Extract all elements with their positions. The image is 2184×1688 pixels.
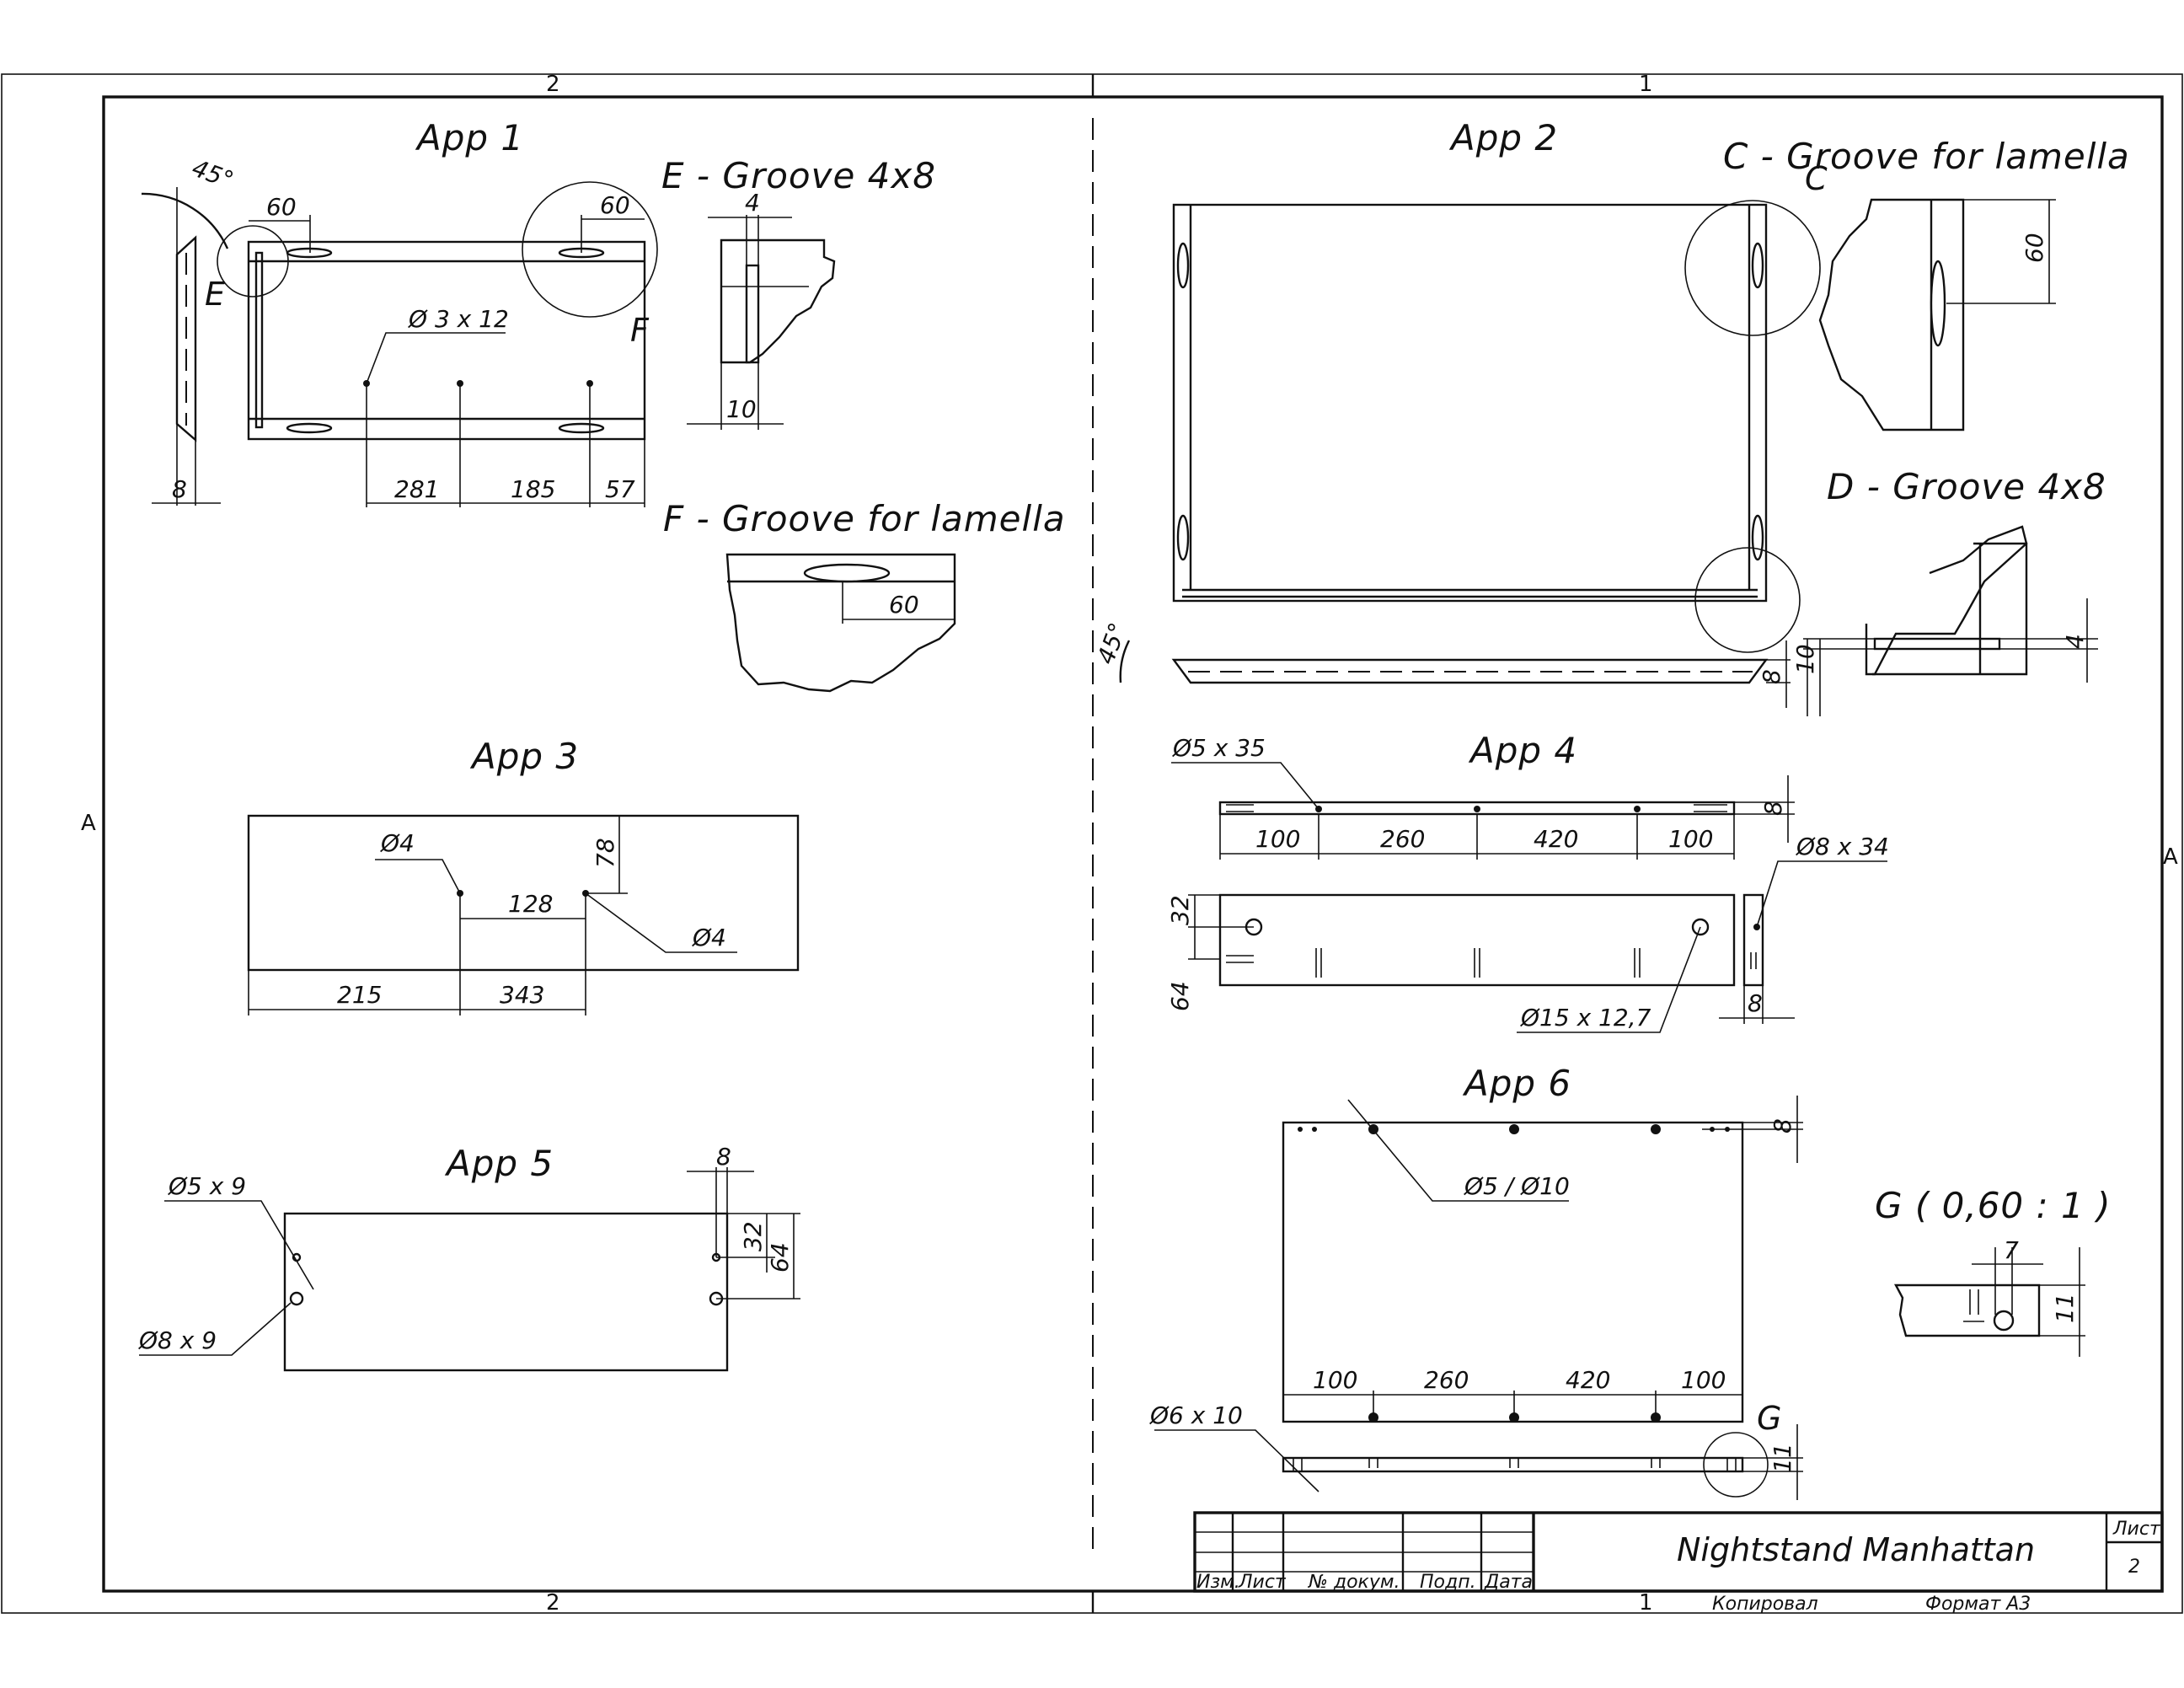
- app6-title: App 6: [1462, 1063, 1571, 1104]
- detail-f-view: F - Groove for lamella 60: [663, 498, 1066, 693]
- app1-label-f: F: [630, 312, 650, 349]
- app4-hole-top: Ø5 x 35: [1172, 734, 1266, 762]
- app4-dim-8-side: 8: [1748, 989, 1763, 1017]
- app4-dim-8-top: 8: [1759, 801, 1787, 816]
- detail-g-dim-11: 11: [2051, 1293, 2079, 1323]
- app3-dim-343: 343: [500, 981, 544, 1009]
- app1-label-e: E: [205, 276, 225, 313]
- sheet-frame: [1, 73, 2183, 1614]
- app5-panel: [283, 1212, 729, 1372]
- app1-body: [247, 240, 646, 441]
- app1-dim-57: 57: [605, 475, 635, 503]
- zone-label-side-left: A: [81, 811, 96, 836]
- app4-dim-100a: 100: [1255, 825, 1300, 853]
- app1-title: App 1: [415, 117, 524, 158]
- app6-hole-bottom: Ø6 x 10: [1149, 1401, 1243, 1429]
- app4-view: App 4 Ø5 x 35 100 260 420 100 8 32 64: [1166, 730, 1889, 1033]
- detail-c-view: C - Groove for lamella 60: [1723, 136, 2130, 431]
- app3-hole-right: Ø4: [692, 924, 726, 951]
- app4-hole-big: Ø15 x 12,7: [1520, 1004, 1651, 1032]
- app6-dim-8: 8: [1769, 1118, 1796, 1133]
- detail-f-title: F - Groove for lamella: [663, 498, 1066, 539]
- zone-label-top-right: 1: [1639, 72, 1653, 97]
- app2-dim-8: 8: [1758, 669, 1785, 684]
- app6-hole-top: Ø5 / Ø10: [1464, 1172, 1570, 1200]
- app3-dim-78: 78: [592, 838, 619, 868]
- app4-title: App 4: [1468, 730, 1577, 771]
- tb-col-doc: № докум.: [1308, 1572, 1400, 1593]
- detail-e-title: E - Groove 4x8: [661, 155, 936, 196]
- detail-d-dim-10: 10: [1791, 644, 1819, 674]
- app3-view: App 3 Ø4 Ø4 78 128 215 343: [247, 736, 800, 1015]
- app1-dim-60-right: 60: [600, 191, 630, 219]
- tb-col-data: Дата: [1484, 1572, 1533, 1593]
- app4-panel: [1218, 893, 1736, 987]
- tb-col-podp: Подп.: [1420, 1572, 1476, 1593]
- app6-dim-100a: 100: [1313, 1366, 1357, 1394]
- app6-view: App 6 Ø5 / Ø10 8 100 260 420 100 G Ø6 x …: [1149, 1063, 1803, 1500]
- detail-c-dim-60: 60: [2021, 233, 2048, 263]
- app6-dim-260: 260: [1424, 1366, 1469, 1394]
- app5-title: App 5: [444, 1143, 554, 1184]
- title-block: Изм. Лист № докум. Подп. Дата Nightstand…: [1193, 1511, 2164, 1615]
- app5-hole-a: Ø5 x 9: [168, 1172, 246, 1200]
- detail-f-dim-60: 60: [889, 591, 919, 619]
- app2-body: [1172, 203, 1768, 603]
- zone-label-top-left: 2: [546, 72, 560, 97]
- app2-view: App 2 C 45° 8: [1092, 117, 1828, 708]
- app4-dim-260: 260: [1380, 825, 1425, 853]
- app1-dim-8: 8: [172, 475, 187, 503]
- app3-panel: [247, 814, 800, 972]
- app6-dim-11: 11: [1769, 1443, 1796, 1473]
- app1-dim-60-left: 60: [266, 193, 297, 221]
- app4-dim-100b: 100: [1668, 825, 1713, 853]
- detail-e-dim-10: 10: [726, 395, 757, 423]
- tb-col-list: Лист: [1238, 1572, 1287, 1593]
- app5-view: App 5 Ø5 x 9 Ø8 x 9 8 32 64: [138, 1143, 800, 1372]
- detail-c-title: C - Groove for lamella: [1723, 136, 2130, 177]
- app5-dim-32: 32: [739, 1221, 767, 1251]
- app3-hole-left: Ø4: [380, 829, 415, 857]
- app2-label-c: C: [1805, 160, 1828, 197]
- detail-e-view: E - Groove 4x8 4 10: [661, 155, 936, 430]
- detail-e-dim-4: 4: [745, 189, 760, 217]
- app2-angle: 45°: [1092, 619, 1132, 667]
- app3-dim-128: 128: [508, 890, 553, 918]
- app4-dim-32: 32: [1166, 895, 1194, 925]
- app5-dim-8: 8: [716, 1143, 731, 1171]
- tb-product-name: Nightstand Manhattan: [1677, 1531, 2035, 1568]
- tb-copied: Копировал: [1712, 1594, 1818, 1615]
- app4-dim-64: 64: [1166, 981, 1194, 1011]
- tb-format: Формат A3: [1925, 1594, 2031, 1615]
- app1-dim-281: 281: [394, 475, 439, 503]
- detail-g-dim-7: 7: [2004, 1236, 2019, 1264]
- app1-hole-note: Ø 3 x 12: [408, 305, 509, 333]
- app3-title: App 3: [469, 736, 579, 777]
- app4-dim-420: 420: [1534, 825, 1578, 853]
- app1-dim-185: 185: [511, 475, 555, 503]
- app3-dim-215: 215: [337, 981, 382, 1009]
- detail-g-view: G ( 0,60 : 1 ) 7 11: [1875, 1185, 2111, 1357]
- tb-col-izm: Изм.: [1196, 1572, 1240, 1593]
- app5-hole-b: Ø8 x 9: [138, 1326, 217, 1354]
- detail-d-view: D - Groove 4x8 10 4: [1791, 466, 2106, 716]
- app1-view: App 1 45° 8 E F 60 60 Ø 3 x 12: [141, 117, 658, 507]
- app6-label-g: G: [1757, 1400, 1781, 1437]
- app2-title: App 2: [1448, 117, 1558, 158]
- detail-d-dim-4: 4: [2061, 634, 2089, 649]
- app5-dim-64: 64: [766, 1242, 794, 1273]
- zone-label-bottom-left: 2: [546, 1590, 560, 1616]
- detail-g-title: G ( 0,60 : 1 ): [1875, 1185, 2111, 1226]
- app1-angle: 45°: [189, 154, 238, 195]
- zone-label-bottom-right: 1: [1639, 1590, 1653, 1616]
- app6-dim-100b: 100: [1681, 1366, 1726, 1394]
- tb-sheet-number: 2: [2128, 1557, 2140, 1578]
- app6-dim-420: 420: [1566, 1366, 1610, 1394]
- tb-sheet-label: Лист: [2112, 1519, 2161, 1540]
- app4-hole-side: Ø8 x 34: [1796, 833, 1889, 860]
- zone-label-side-right: A: [2163, 844, 2178, 870]
- detail-d-title: D - Groove 4x8: [1827, 466, 2106, 507]
